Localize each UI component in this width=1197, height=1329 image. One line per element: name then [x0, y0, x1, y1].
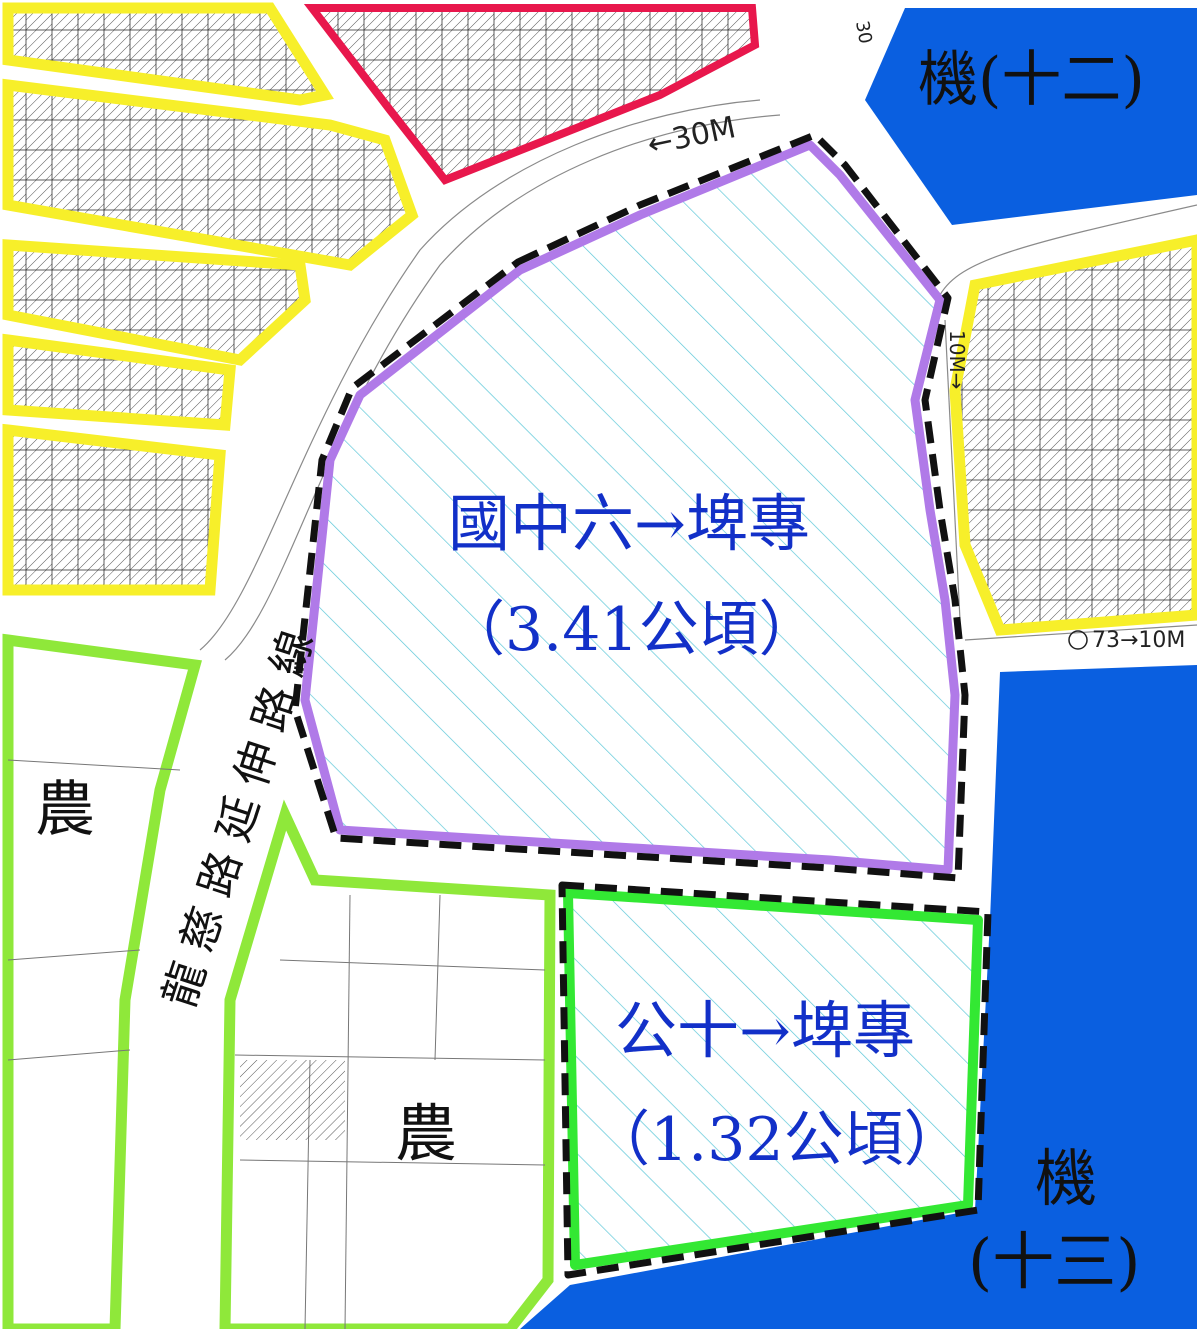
label-public-site-area: （1.32公頃） [590, 1105, 964, 1175]
machine-zone-12 [865, 8, 1197, 225]
commercial-block [303, 3, 760, 185]
public-site-boundary [563, 888, 983, 1270]
label-agri-center: 農 [395, 1097, 457, 1170]
agri-zone-center [219, 799, 556, 1329]
agri-zone-left [2, 633, 203, 1329]
school-site-hatch [305, 145, 955, 870]
machine-zone-13 [520, 665, 1197, 1329]
school-site-dashed-border [291, 131, 969, 882]
label-school-site-area: （3.41公頃） [445, 595, 819, 665]
residential-blocks-left [2, 2, 419, 596]
road-number-circle [1068, 630, 1088, 650]
residential-block-right [949, 234, 1197, 636]
school-site-boundary [300, 140, 960, 875]
label-machine-13-bottom: (十三) [968, 1225, 1140, 1298]
label-road-10m-vertical: 10M→ [945, 330, 969, 389]
label-machine-13-top: 機 [1035, 1142, 1097, 1215]
label-top-edge-fragment: 30 [851, 19, 876, 45]
road-lines [199, 99, 1197, 661]
agri-hatched-parcel [240, 1060, 345, 1140]
label-agri-left: 農 [35, 775, 95, 845]
label-road-73-10m: 73→10M [1092, 628, 1185, 653]
label-machine-12: 機(十二) [918, 45, 1145, 115]
label-public-site: 公十→埤專 [615, 994, 915, 1067]
label-school-site: 國中六→埤專 [448, 487, 810, 560]
agri-parcel-lines [7, 759, 546, 1329]
public-site-hatch [568, 893, 978, 1265]
public-site-dashed-border [558, 881, 992, 1279]
